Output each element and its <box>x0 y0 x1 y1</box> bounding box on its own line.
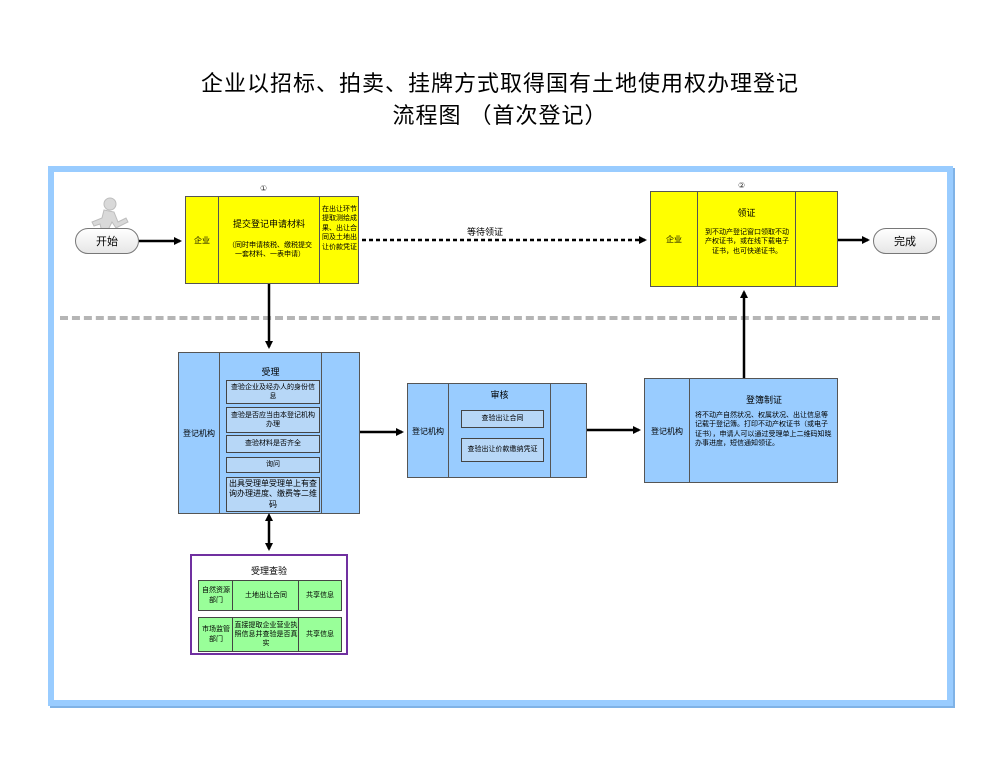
register-box[interactable]: 登记机构 登簿制证 将不动产自然状况、权属状况、出让信息等记载于登记簿。打印不动… <box>644 378 838 483</box>
accept-item: 询问 <box>226 457 320 473</box>
accept-box[interactable]: 登记机构 受理 查验企业及经办人的身份信息 查验是否应当由本登记机构办理 查验材… <box>178 352 360 514</box>
step-marker-1: ① <box>260 184 268 193</box>
review-item: 查验出让价款缴纳凭证 <box>461 438 544 462</box>
check-box-title: 受理查验 <box>250 567 287 577</box>
diagram-title-line2: 流程图 （首次登记） <box>392 104 608 129</box>
check-type-cell: 共享信息 <box>298 580 342 611</box>
check-dept-cell: 市场监管部门 <box>198 617 234 652</box>
accept-item: 查验是否应当由本登记机构办理 <box>226 407 320 433</box>
wait-label: 等待领证 <box>466 228 503 238</box>
step-marker-2: ② <box>738 181 746 190</box>
collect-box-title: 领证 <box>737 209 756 219</box>
check-item-cell: 直接提取企业营业执照信息并查验是否真实 <box>232 617 300 652</box>
accept-item: 出具受理单受理单上有查询办理进度、缴费等二维码 <box>226 477 320 512</box>
submit-box-side-note: 在出让环节提取测绘成果、出让合同及土地出让价款凭证 <box>322 205 357 251</box>
end-node[interactable]: 完成 <box>873 228 937 254</box>
register-lane-label: 登记机构 <box>651 426 683 436</box>
accept-item: 查验企业及经办人的身份信息 <box>226 380 320 404</box>
register-box-title: 登簿制证 <box>745 396 782 406</box>
diagram-title-line1: 企业以招标、拍卖、挂牌方式取得国有土地使用权办理登记 <box>200 72 799 97</box>
check-dept-cell: 自然资源部门 <box>198 580 234 611</box>
collect-lane-label: 企业 <box>666 235 682 244</box>
submit-lane-label: 企业 <box>194 236 210 245</box>
check-type-cell: 共享信息 <box>298 617 342 652</box>
lane-separator <box>60 316 940 320</box>
check-item-cell: 土地出让合同 <box>232 580 300 611</box>
accept-lane-label: 登记机构 <box>183 429 215 438</box>
accept-item: 查验材料是否齐全 <box>226 435 320 453</box>
collect-box-desc: 到不动产登记窗口领取不动产权证书，或在线下载电子证书，也可快递证书。 <box>705 228 789 255</box>
diagram-frame <box>48 166 953 706</box>
start-node[interactable]: 开始 <box>75 228 139 254</box>
review-lane-label: 登记机构 <box>412 426 444 436</box>
submit-materials-box[interactable]: 企业 提交登记申请材料 （同时申请核税、缴税提交一套材料、一表申请） 在出让环节… <box>185 196 359 284</box>
review-box-title: 审核 <box>490 391 509 401</box>
submit-box-title: 提交登记申请材料 <box>232 220 305 230</box>
accept-box-title: 受理 <box>261 368 280 378</box>
submit-box-subtitle: （同时申请核税、缴税提交一套材料、一表申请） <box>228 241 312 259</box>
register-box-desc: 将不动产自然状况、权属状况、出让信息等记载于登记簿。打印不动产权证书（或电子证书… <box>695 411 832 448</box>
check-box[interactable]: 受理查验 自然资源部门 土地出让合同 共享信息 市场监管部门 直接提取企业营业执… <box>190 554 348 655</box>
review-item: 查验出让合同 <box>461 410 544 428</box>
review-box[interactable]: 登记机构 审核 查验出让合同 查验出让价款缴纳凭证 <box>407 383 587 478</box>
collect-certificate-box[interactable]: 企业 领证 到不动产登记窗口领取不动产权证书，或在线下载电子证书，也可快递证书。 <box>650 191 838 287</box>
